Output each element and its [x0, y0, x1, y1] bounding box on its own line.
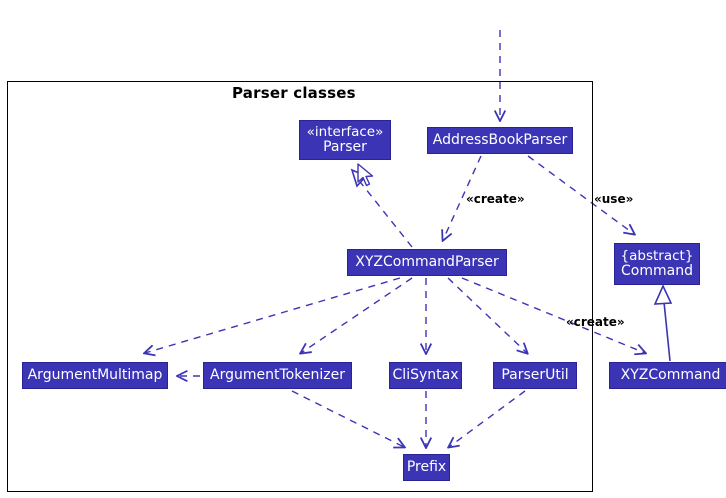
- class-box-command[interactable]: {abstract} Command: [614, 243, 700, 285]
- class-name-command: Command: [621, 263, 693, 279]
- link-label-create-xyzcommand: «create»: [566, 315, 625, 329]
- link-xyzcommand-extends-command: [653, 284, 673, 362]
- link-xyzcommandparser-to-argumentmultimap: [145, 277, 401, 353]
- class-box-argumenttokenizer[interactable]: ArgumentTokenizer: [203, 362, 352, 389]
- class-name-parser: Parser: [323, 139, 367, 155]
- class-box-parserutil[interactable]: ParserUtil: [493, 362, 577, 389]
- link-xyzcommandparser-to-argumenttokenizer: [301, 277, 413, 353]
- class-name-argumenttokenizer: ArgumentTokenizer: [210, 366, 345, 383]
- class-name-prefix: Prefix: [406, 458, 447, 475]
- class-name-xyzcommandparser: XYZCommandParser: [355, 253, 499, 270]
- class-box-xyzcommandparser[interactable]: XYZCommandParser: [347, 249, 507, 276]
- link-xyzcommandparser-to-parserutil: [447, 277, 527, 353]
- class-name-addressbookparser: AddressBookParser: [432, 131, 568, 148]
- class-name-argumentmultimap: ArgumentMultimap: [27, 366, 163, 383]
- class-stereotype-command: {abstract}: [620, 247, 694, 264]
- link-label-use-command: «use»: [594, 192, 634, 206]
- class-box-prefix[interactable]: Prefix: [403, 454, 450, 481]
- class-box-clisyntax[interactable]: CliSyntax: [389, 362, 462, 389]
- class-stereotype-parser: «interface»: [306, 123, 384, 140]
- package-frame-parser-classes: [7, 81, 593, 492]
- package-title: Parser classes: [232, 84, 356, 102]
- class-box-parser[interactable]: «interface» Parser: [299, 120, 391, 160]
- class-name-clisyntax: CliSyntax: [392, 366, 459, 383]
- class-box-addressbookparser[interactable]: AddressBookParser: [427, 127, 573, 154]
- link-xyzcommandparser-creates-xyzcommand: [461, 277, 645, 353]
- class-box-argumentmultimap[interactable]: ArgumentMultimap: [22, 362, 168, 389]
- class-name-xyzcommand: XYZCommand: [620, 366, 721, 383]
- link-argumenttokenizer-to-prefix: [291, 390, 404, 447]
- link-parserutil-to-prefix: [449, 390, 526, 447]
- class-box-xyzcommand[interactable]: XYZCommand: [609, 362, 726, 389]
- link-addressbookparser-creates-xyzcommandparser: [443, 155, 482, 240]
- link-label-create-xyzcommandparser: «create»: [466, 192, 525, 206]
- class-name-parserutil: ParserUtil: [501, 366, 569, 383]
- link-addressbookparser-uses-command: [527, 155, 634, 234]
